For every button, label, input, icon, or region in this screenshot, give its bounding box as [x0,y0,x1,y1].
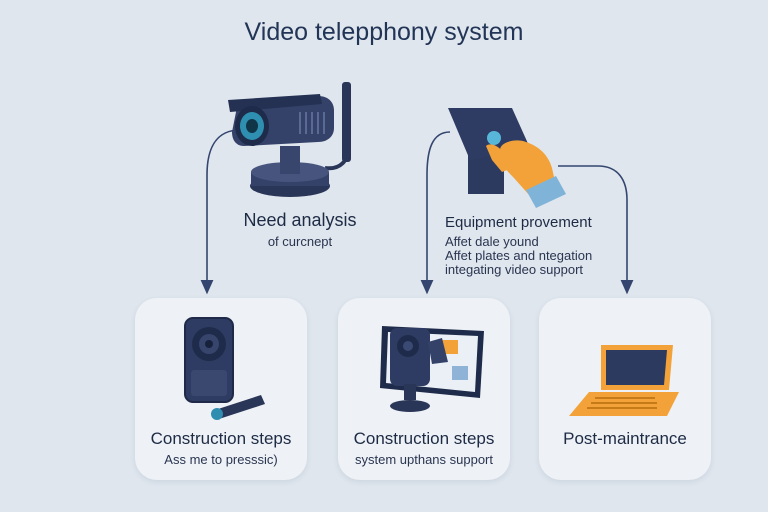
card-2-label: Construction steps [353,429,495,448]
card-construction-2: Construction steps system upthans suppor… [338,298,510,480]
card-3-label: Post-maintrance [563,429,687,448]
card-1-sub: Ass me to presssic) [164,452,278,467]
card-construction-1: Construction steps Ass me to presssic) [135,298,307,480]
step-equipment-label: Equipment provement [445,214,592,231]
diagram-title: Video telepphony system [244,18,524,46]
step-need-analysis-label: Need analysis [243,210,357,230]
video-monitor-icon [380,326,484,412]
arrow-equip-to-card2 [420,131,451,295]
speaker-camera-icon [184,317,265,420]
card-2-sub: system upthans support [354,452,494,467]
arrow-equip-to-card3 [558,165,634,295]
card-1-label: Construction steps [150,429,292,448]
step-equipment-sub-3: integating video support [445,262,584,277]
step-equipment-sub-2: Affet plates and ntegation [445,248,593,263]
step-equipment-sub-1: Affet dale yound [445,234,539,249]
laptop-icon [569,345,679,416]
card-post-maintenance: Post-maintrance [539,298,711,480]
step-need-analysis-sub: of curcnept [267,234,333,249]
